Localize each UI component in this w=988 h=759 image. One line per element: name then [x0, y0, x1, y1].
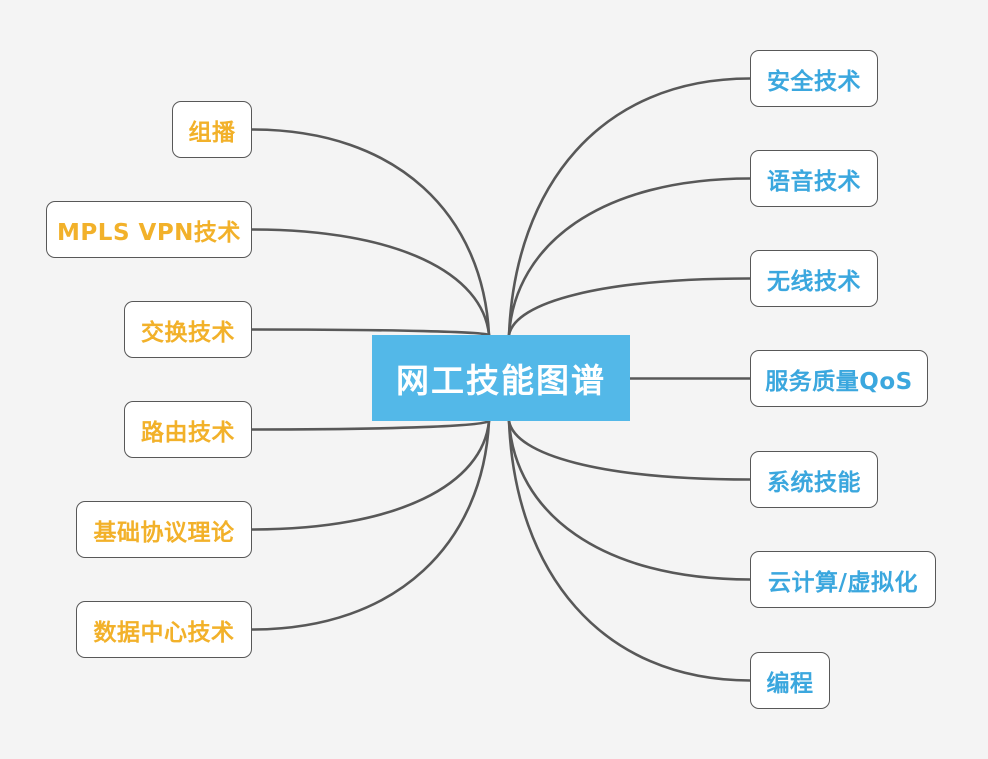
node-label: 路由技术 [141, 419, 235, 446]
node-right-3[interactable]: 服务质量QoS [750, 350, 928, 407]
node-label: 交换技术 [141, 319, 235, 346]
node-label: 语音技术 [767, 168, 861, 195]
node-left-3[interactable]: 路由技术 [124, 401, 252, 458]
node-label: 基础协议理论 [93, 519, 235, 546]
node-right-6[interactable]: 编程 [750, 652, 830, 709]
node-right-2[interactable]: 无线技术 [750, 250, 878, 307]
node-label: 无线技术 [767, 268, 861, 295]
connector-edge [250, 228, 491, 337]
connector-edge [250, 128, 491, 337]
connector-edge [507, 77, 752, 337]
connector-edge [507, 277, 752, 337]
connector-edge [250, 419, 491, 631]
connector-edge [507, 419, 752, 682]
connector-edge [250, 419, 491, 531]
node-left-1[interactable]: MPLS VPN技术 [46, 201, 252, 258]
node-label: 组播 [188, 119, 236, 146]
connector-edge [250, 419, 491, 431]
node-left-5[interactable]: 数据中心技术 [76, 601, 252, 658]
center-node[interactable]: 网工技能图谱 [372, 335, 630, 421]
node-right-4[interactable]: 系统技能 [750, 451, 878, 508]
connector-edge [507, 177, 752, 337]
node-left-2[interactable]: 交换技术 [124, 301, 252, 358]
node-label: MPLS VPN技术 [57, 219, 241, 246]
node-right-0[interactable]: 安全技术 [750, 50, 878, 107]
node-label: 服务质量QoS [765, 368, 913, 395]
node-right-1[interactable]: 语音技术 [750, 150, 878, 207]
node-left-0[interactable]: 组播 [172, 101, 252, 158]
node-label: 系统技能 [767, 469, 861, 496]
node-right-5[interactable]: 云计算/虚拟化 [750, 551, 936, 608]
connector-edge [507, 419, 752, 481]
node-label: 安全技术 [767, 68, 861, 95]
node-label: 云计算/虚拟化 [768, 569, 918, 596]
node-label: 数据中心技术 [93, 619, 235, 646]
connector-edge [507, 419, 752, 581]
node-label: 编程 [766, 670, 814, 697]
node-left-4[interactable]: 基础协议理论 [76, 501, 252, 558]
center-node-label: 网工技能图谱 [396, 361, 606, 400]
